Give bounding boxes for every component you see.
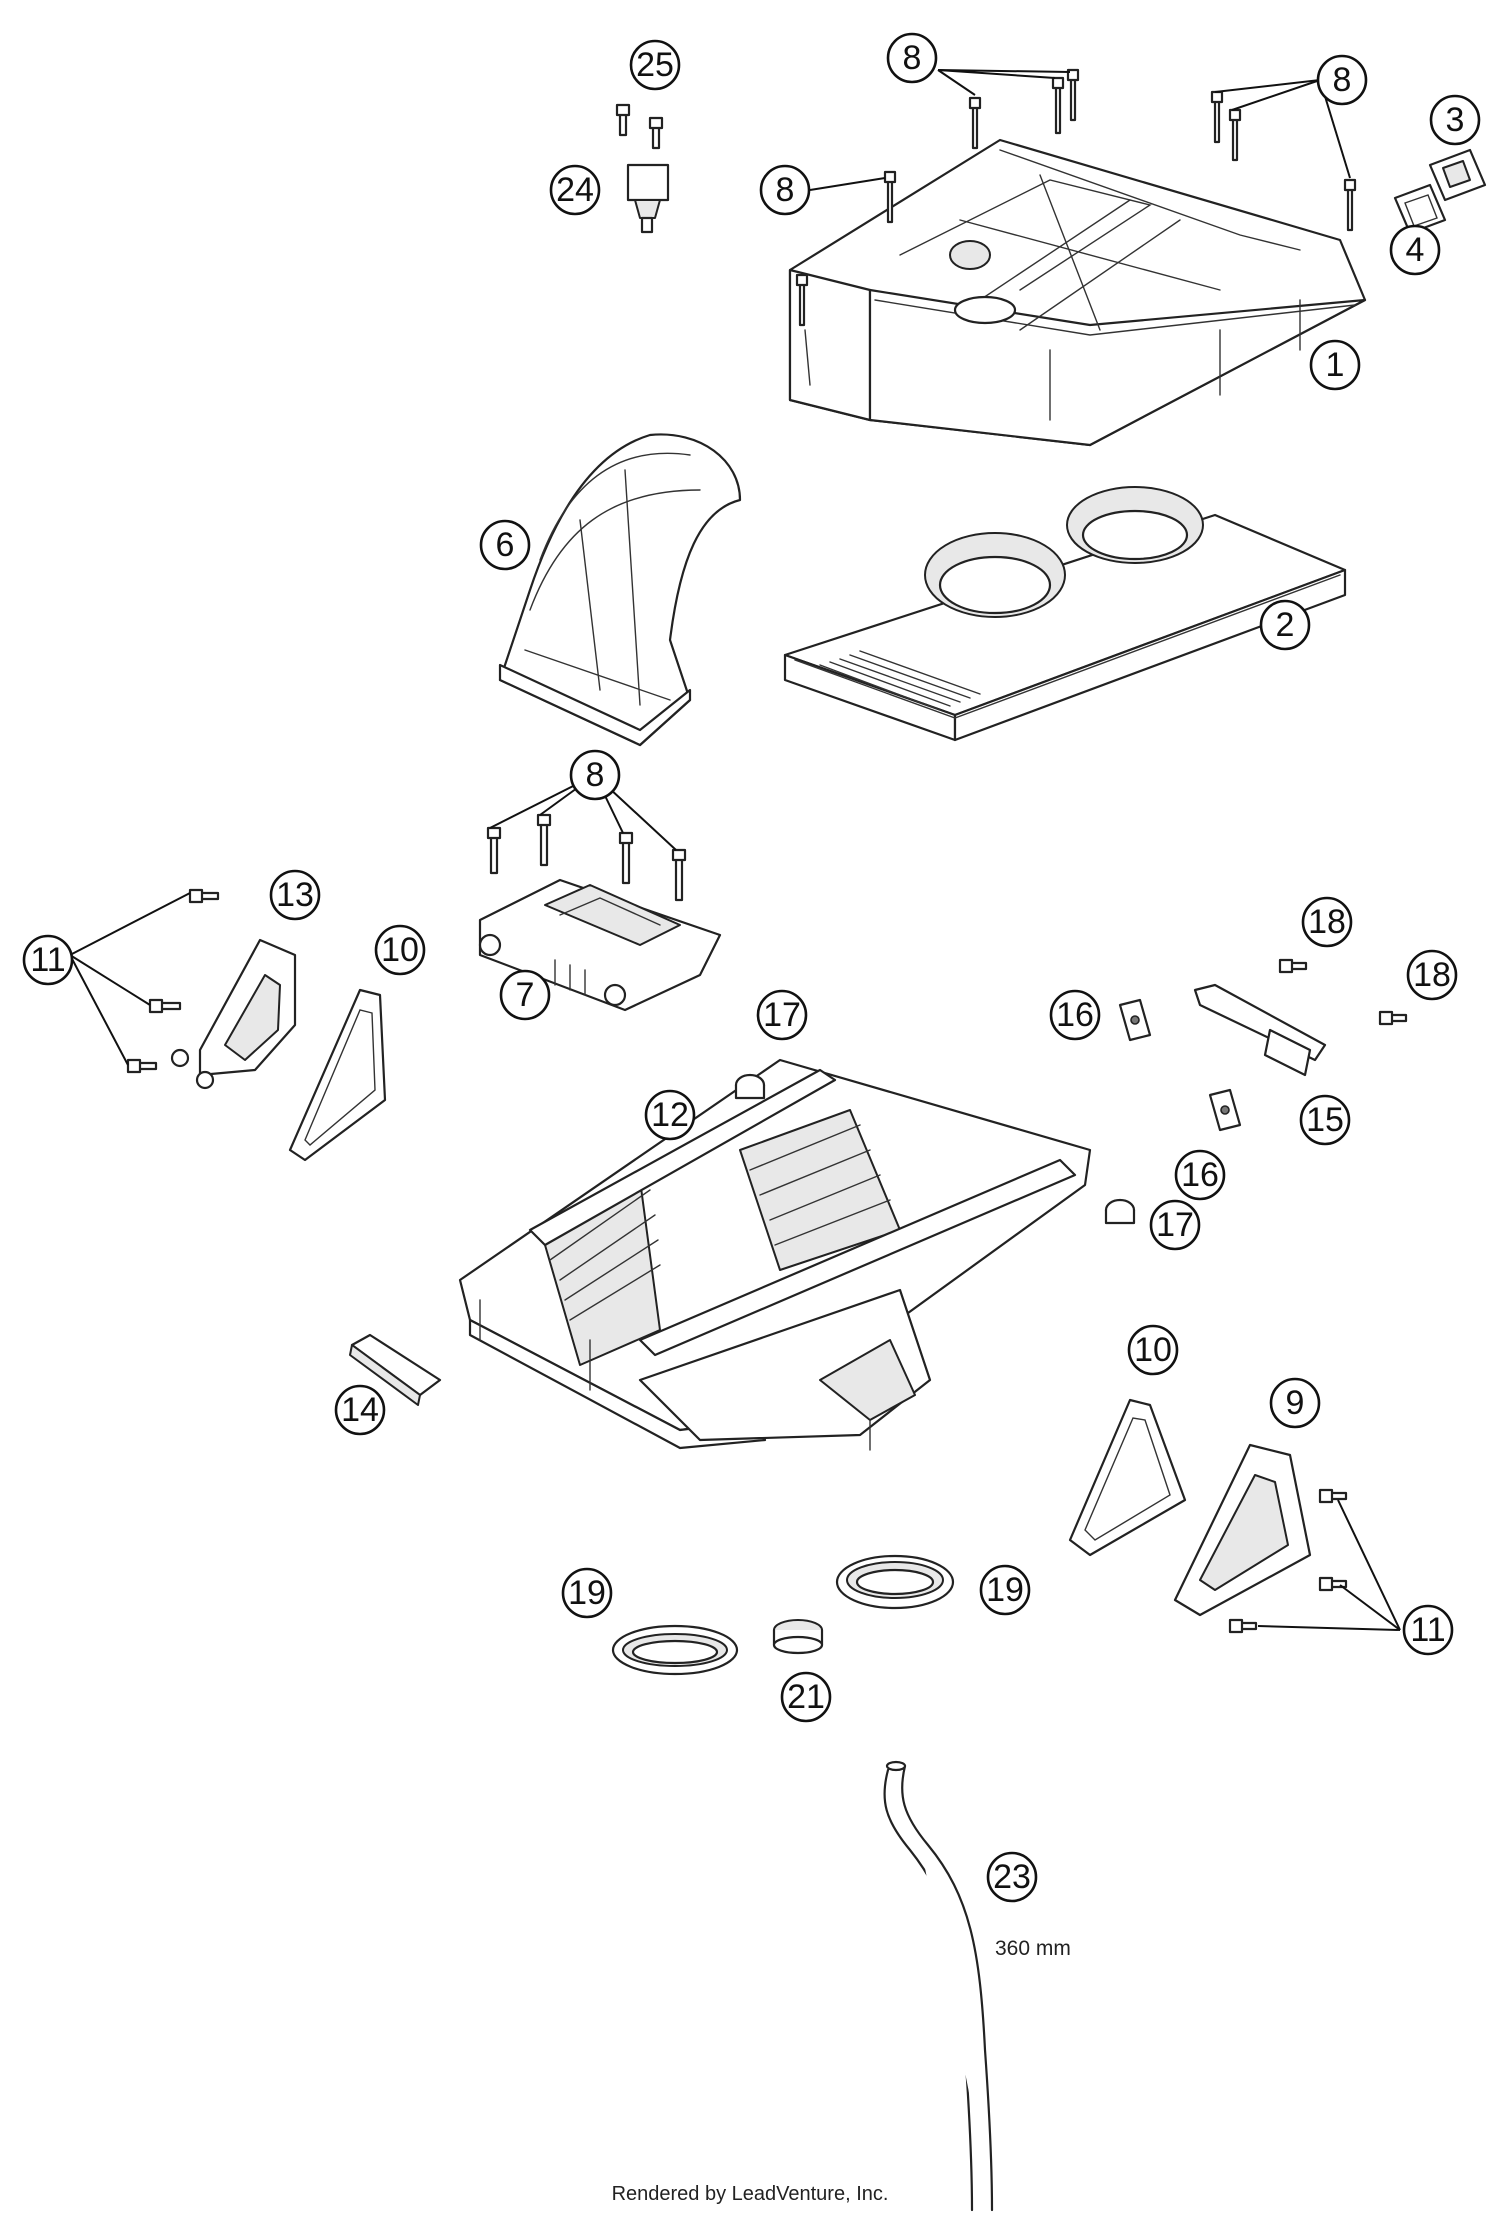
callout-11-label-a: 11 <box>30 941 65 979</box>
clip-nut-part-16-lower[interactable] <box>1208 1088 1242 1132</box>
callout-18-right: 18 <box>1406 949 1458 1001</box>
render-credit: Rendered by LeadVenture, Inc. <box>611 2183 889 2205</box>
callout-17-lower: 17 <box>1149 1199 1201 1251</box>
callout-18-label-b: 18 <box>1413 956 1451 994</box>
screws-part-11-right[interactable] <box>1228 1488 1348 1634</box>
callout-12: 12 <box>644 1089 696 1141</box>
callout-24-label: 24 <box>556 171 594 209</box>
hose-length-label: 360 mm <box>995 1937 1071 1960</box>
callout-11-left: 11 <box>22 934 74 986</box>
intake-boot-part-6[interactable] <box>498 433 742 747</box>
callout-18-label-a: 18 <box>1308 903 1346 941</box>
gasket-part-10-right[interactable] <box>1068 1398 1187 1557</box>
callout-11-label-b: 11 <box>1410 1611 1445 1649</box>
air-filter-part-2[interactable] <box>783 486 1347 742</box>
callout-19-right: 19 <box>979 1564 1031 1616</box>
plug-part-21[interactable] <box>772 1619 824 1655</box>
callout-19-label-b: 19 <box>986 1571 1024 1609</box>
bracket-part-15[interactable] <box>1193 983 1327 1077</box>
callout-10-left: 10 <box>374 924 426 976</box>
callout-19-left: 19 <box>561 1567 613 1619</box>
callout-8-flange: 8 <box>569 749 621 801</box>
callout-8-label-a: 8 <box>903 39 922 77</box>
callout-2: 2 <box>1259 599 1311 651</box>
callout-3-label: 3 <box>1446 101 1465 139</box>
callout-8-top-right: 8 <box>1316 54 1368 106</box>
callout-13-label: 13 <box>276 876 314 914</box>
callout-1: 1 <box>1309 339 1361 391</box>
callout-10-label-a: 10 <box>381 931 419 969</box>
callout-7: 7 <box>499 969 551 1021</box>
callout-12-label: 12 <box>651 1096 689 1134</box>
callout-11-right: 11 <box>1402 1604 1454 1656</box>
airbox-cover-part-1[interactable] <box>788 138 1367 447</box>
callout-9-label: 9 <box>1286 1384 1305 1422</box>
callout-16-label-b: 16 <box>1181 1156 1219 1194</box>
callout-4: 4 <box>1389 224 1441 276</box>
clip-part-14[interactable] <box>349 1333 442 1406</box>
callout-21-label: 21 <box>787 1678 825 1716</box>
callout-19-label-a: 19 <box>568 1574 606 1612</box>
callout-23: 23 <box>986 1851 1038 1903</box>
airbox-lower-part-12[interactable] <box>458 1058 1092 1451</box>
callout-6-label: 6 <box>496 526 515 564</box>
callout-10-label-b: 10 <box>1134 1331 1172 1369</box>
screws-part-8-flange[interactable] <box>486 813 687 902</box>
seal-ring-part-19-right[interactable] <box>835 1554 955 1610</box>
callout-1-label: 1 <box>1326 346 1345 384</box>
callout-8-label-b: 8 <box>1333 61 1352 99</box>
callout-8-left: 8 <box>759 164 811 216</box>
bracket-part-13[interactable] <box>170 938 297 1090</box>
callout-17-label-a: 17 <box>763 996 801 1034</box>
callout-21: 21 <box>780 1671 832 1723</box>
clip-nut-part-16-upper[interactable] <box>1118 998 1152 1042</box>
callout-14-label: 14 <box>341 1391 379 1429</box>
sensor-part-24[interactable] <box>626 163 670 234</box>
screws-part-8-cover[interactable] <box>795 68 1357 327</box>
callout-25-label: 25 <box>636 46 674 84</box>
callout-7-label: 7 <box>516 976 535 1014</box>
callout-17-label-b: 17 <box>1156 1206 1194 1244</box>
callout-16-upper: 16 <box>1049 989 1101 1041</box>
callout-16-lower: 16 <box>1174 1149 1226 1201</box>
callout-17-upper: 17 <box>756 989 808 1041</box>
callout-10-right: 10 <box>1127 1324 1179 1376</box>
callout-13: 13 <box>269 869 321 921</box>
callout-6: 6 <box>479 519 531 571</box>
callout-8-label-d: 8 <box>586 756 605 794</box>
hose-part-23[interactable] <box>883 1760 994 2212</box>
callout-15: 15 <box>1299 1094 1351 1146</box>
screw-part-18-upper[interactable] <box>1278 958 1308 974</box>
callout-24: 24 <box>549 164 601 216</box>
callout-2-label: 2 <box>1276 606 1295 644</box>
screw-part-18-right[interactable] <box>1378 1010 1408 1026</box>
bracket-part-9[interactable] <box>1173 1443 1312 1617</box>
callout-25: 25 <box>629 39 681 91</box>
callout-8-label-c: 8 <box>776 171 795 209</box>
seal-ring-part-19-left[interactable] <box>611 1624 739 1676</box>
seal-part-4[interactable] <box>1393 183 1447 235</box>
callout-15-label: 15 <box>1306 1101 1344 1139</box>
callout-23-label: 23 <box>993 1858 1031 1896</box>
callout-8-top-center: 8 <box>886 32 938 84</box>
callout-18-upper: 18 <box>1301 896 1353 948</box>
grommet-part-17-upper[interactable] <box>734 1073 766 1100</box>
gasket-part-10-left[interactable] <box>288 988 387 1162</box>
callout-4-label: 4 <box>1406 231 1425 269</box>
grommet-part-17-lower[interactable] <box>1104 1198 1136 1225</box>
screws-part-11-left[interactable] <box>126 888 220 1074</box>
callout-9: 9 <box>1269 1377 1321 1429</box>
callout-16-label-a: 16 <box>1056 996 1094 1034</box>
callout-14: 14 <box>334 1384 386 1436</box>
small-cover-part-3[interactable] <box>1428 148 1487 202</box>
screws-part-25[interactable] <box>615 103 664 150</box>
callout-3: 3 <box>1429 94 1481 146</box>
